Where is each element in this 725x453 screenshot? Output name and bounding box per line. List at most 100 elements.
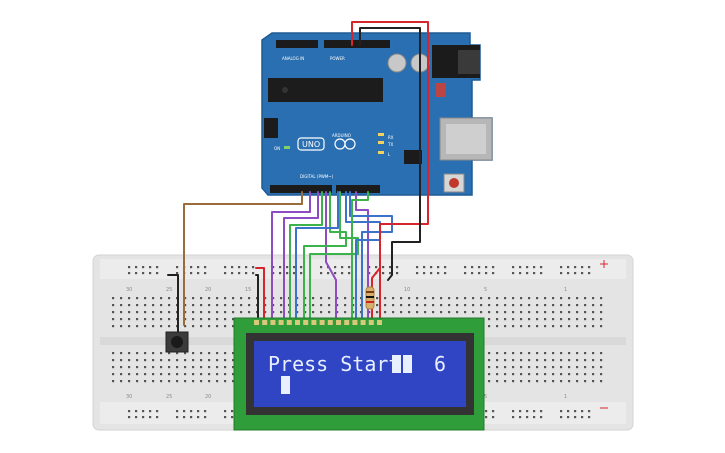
breadboard-hole[interactable] — [160, 297, 163, 300]
wire-black-gnd[interactable] — [359, 27, 421, 281]
breadboard-hole[interactable] — [584, 304, 587, 307]
breadboard-hole[interactable] — [192, 318, 195, 321]
breadboard-hole[interactable] — [184, 359, 187, 362]
breadboard-hole[interactable] — [568, 366, 571, 369]
breadboard-hole[interactable] — [584, 311, 587, 314]
breadboard-hole[interactable] — [519, 266, 522, 269]
breadboard-hole[interactable] — [216, 311, 219, 314]
breadboard-hole[interactable] — [248, 304, 251, 307]
breadboard-hole[interactable] — [152, 304, 155, 307]
breadboard-hole[interactable] — [176, 373, 179, 376]
breadboard-hole[interactable] — [204, 416, 207, 419]
breadboard-hole[interactable] — [504, 318, 507, 321]
breadboard-hole[interactable] — [567, 416, 570, 419]
breadboard-hole[interactable] — [197, 410, 200, 413]
breadboard-hole[interactable] — [544, 373, 547, 376]
breadboard-hole[interactable] — [160, 352, 163, 355]
breadboard-hole[interactable] — [536, 304, 539, 307]
breadboard-hole[interactable] — [176, 359, 179, 362]
breadboard-hole[interactable] — [120, 311, 123, 314]
lcd-pin[interactable] — [360, 320, 366, 325]
breadboard-hole[interactable] — [252, 272, 255, 275]
breadboard-hole[interactable] — [389, 266, 392, 269]
breadboard-hole[interactable] — [408, 304, 411, 307]
resistor[interactable] — [365, 286, 375, 310]
breadboard-hole[interactable] — [584, 297, 587, 300]
lcd-pin[interactable] — [262, 320, 268, 325]
breadboard-hole[interactable] — [112, 318, 115, 321]
breadboard-hole[interactable] — [588, 266, 591, 269]
breadboard-hole[interactable] — [293, 266, 296, 269]
breadboard-hole[interactable] — [160, 318, 163, 321]
breadboard-hole[interactable] — [192, 366, 195, 369]
breadboard-hole[interactable] — [136, 325, 139, 328]
breadboard-hole[interactable] — [392, 304, 395, 307]
breadboard-hole[interactable] — [533, 416, 536, 419]
breadboard-hole[interactable] — [376, 304, 379, 307]
breadboard-hole[interactable] — [304, 297, 307, 300]
breadboard-hole[interactable] — [208, 325, 211, 328]
breadboard-hole[interactable] — [112, 325, 115, 328]
breadboard-hole[interactable] — [496, 304, 499, 307]
breadboard-hole[interactable] — [120, 297, 123, 300]
breadboard-hole[interactable] — [552, 373, 555, 376]
breadboard-hole[interactable] — [430, 272, 433, 275]
breadboard-hole[interactable] — [600, 318, 603, 321]
breadboard-hole[interactable] — [581, 266, 584, 269]
breadboard-hole[interactable] — [448, 311, 451, 314]
breadboard-hole[interactable] — [504, 325, 507, 328]
breadboard-hole[interactable] — [264, 297, 267, 300]
breadboard-hole[interactable] — [536, 380, 539, 383]
breadboard-hole[interactable] — [168, 380, 171, 383]
breadboard-hole[interactable] — [280, 304, 283, 307]
breadboard-hole[interactable] — [504, 304, 507, 307]
breadboard-hole[interactable] — [576, 359, 579, 362]
breadboard-hole[interactable] — [423, 266, 426, 269]
breadboard-hole[interactable] — [200, 366, 203, 369]
breadboard-hole[interactable] — [528, 304, 531, 307]
breadboard-hole[interactable] — [384, 311, 387, 314]
breadboard-hole[interactable] — [192, 380, 195, 383]
breadboard-hole[interactable] — [144, 311, 147, 314]
lcd-pin[interactable] — [327, 320, 333, 325]
breadboard-hole[interactable] — [560, 325, 563, 328]
breadboard-hole[interactable] — [488, 380, 491, 383]
breadboard-hole[interactable] — [224, 416, 227, 419]
breadboard-hole[interactable] — [536, 318, 539, 321]
breadboard-hole[interactable] — [168, 352, 171, 355]
breadboard-hole[interactable] — [437, 272, 440, 275]
breadboard-hole[interactable] — [112, 366, 115, 369]
breadboard-hole[interactable] — [384, 304, 387, 307]
breadboard-hole[interactable] — [376, 297, 379, 300]
breadboard-hole[interactable] — [238, 272, 241, 275]
breadboard-hole[interactable] — [600, 359, 603, 362]
breadboard-hole[interactable] — [200, 297, 203, 300]
breadboard-hole[interactable] — [160, 304, 163, 307]
breadboard-hole[interactable] — [152, 325, 155, 328]
breadboard-hole[interactable] — [224, 366, 227, 369]
breadboard-hole[interactable] — [144, 366, 147, 369]
breadboard-hole[interactable] — [536, 297, 539, 300]
breadboard-hole[interactable] — [592, 352, 595, 355]
breadboard-hole[interactable] — [160, 366, 163, 369]
breadboard-hole[interactable] — [464, 304, 467, 307]
breadboard-hole[interactable] — [480, 297, 483, 300]
breadboard-hole[interactable] — [208, 352, 211, 355]
breadboard-hole[interactable] — [576, 325, 579, 328]
breadboard-hole[interactable] — [344, 304, 347, 307]
breadboard-hole[interactable] — [576, 311, 579, 314]
breadboard-hole[interactable] — [456, 311, 459, 314]
breadboard-hole[interactable] — [504, 373, 507, 376]
breadboard-hole[interactable] — [231, 410, 234, 413]
breadboard-hole[interactable] — [423, 272, 426, 275]
breadboard-hole[interactable] — [156, 416, 159, 419]
breadboard-hole[interactable] — [496, 297, 499, 300]
breadboard-hole[interactable] — [272, 304, 275, 307]
breadboard-hole[interactable] — [142, 266, 145, 269]
breadboard-hole[interactable] — [488, 297, 491, 300]
breadboard-hole[interactable] — [424, 304, 427, 307]
breadboard-hole[interactable] — [152, 366, 155, 369]
breadboard-hole[interactable] — [560, 304, 563, 307]
breadboard-hole[interactable] — [488, 318, 491, 321]
breadboard-hole[interactable] — [472, 304, 475, 307]
